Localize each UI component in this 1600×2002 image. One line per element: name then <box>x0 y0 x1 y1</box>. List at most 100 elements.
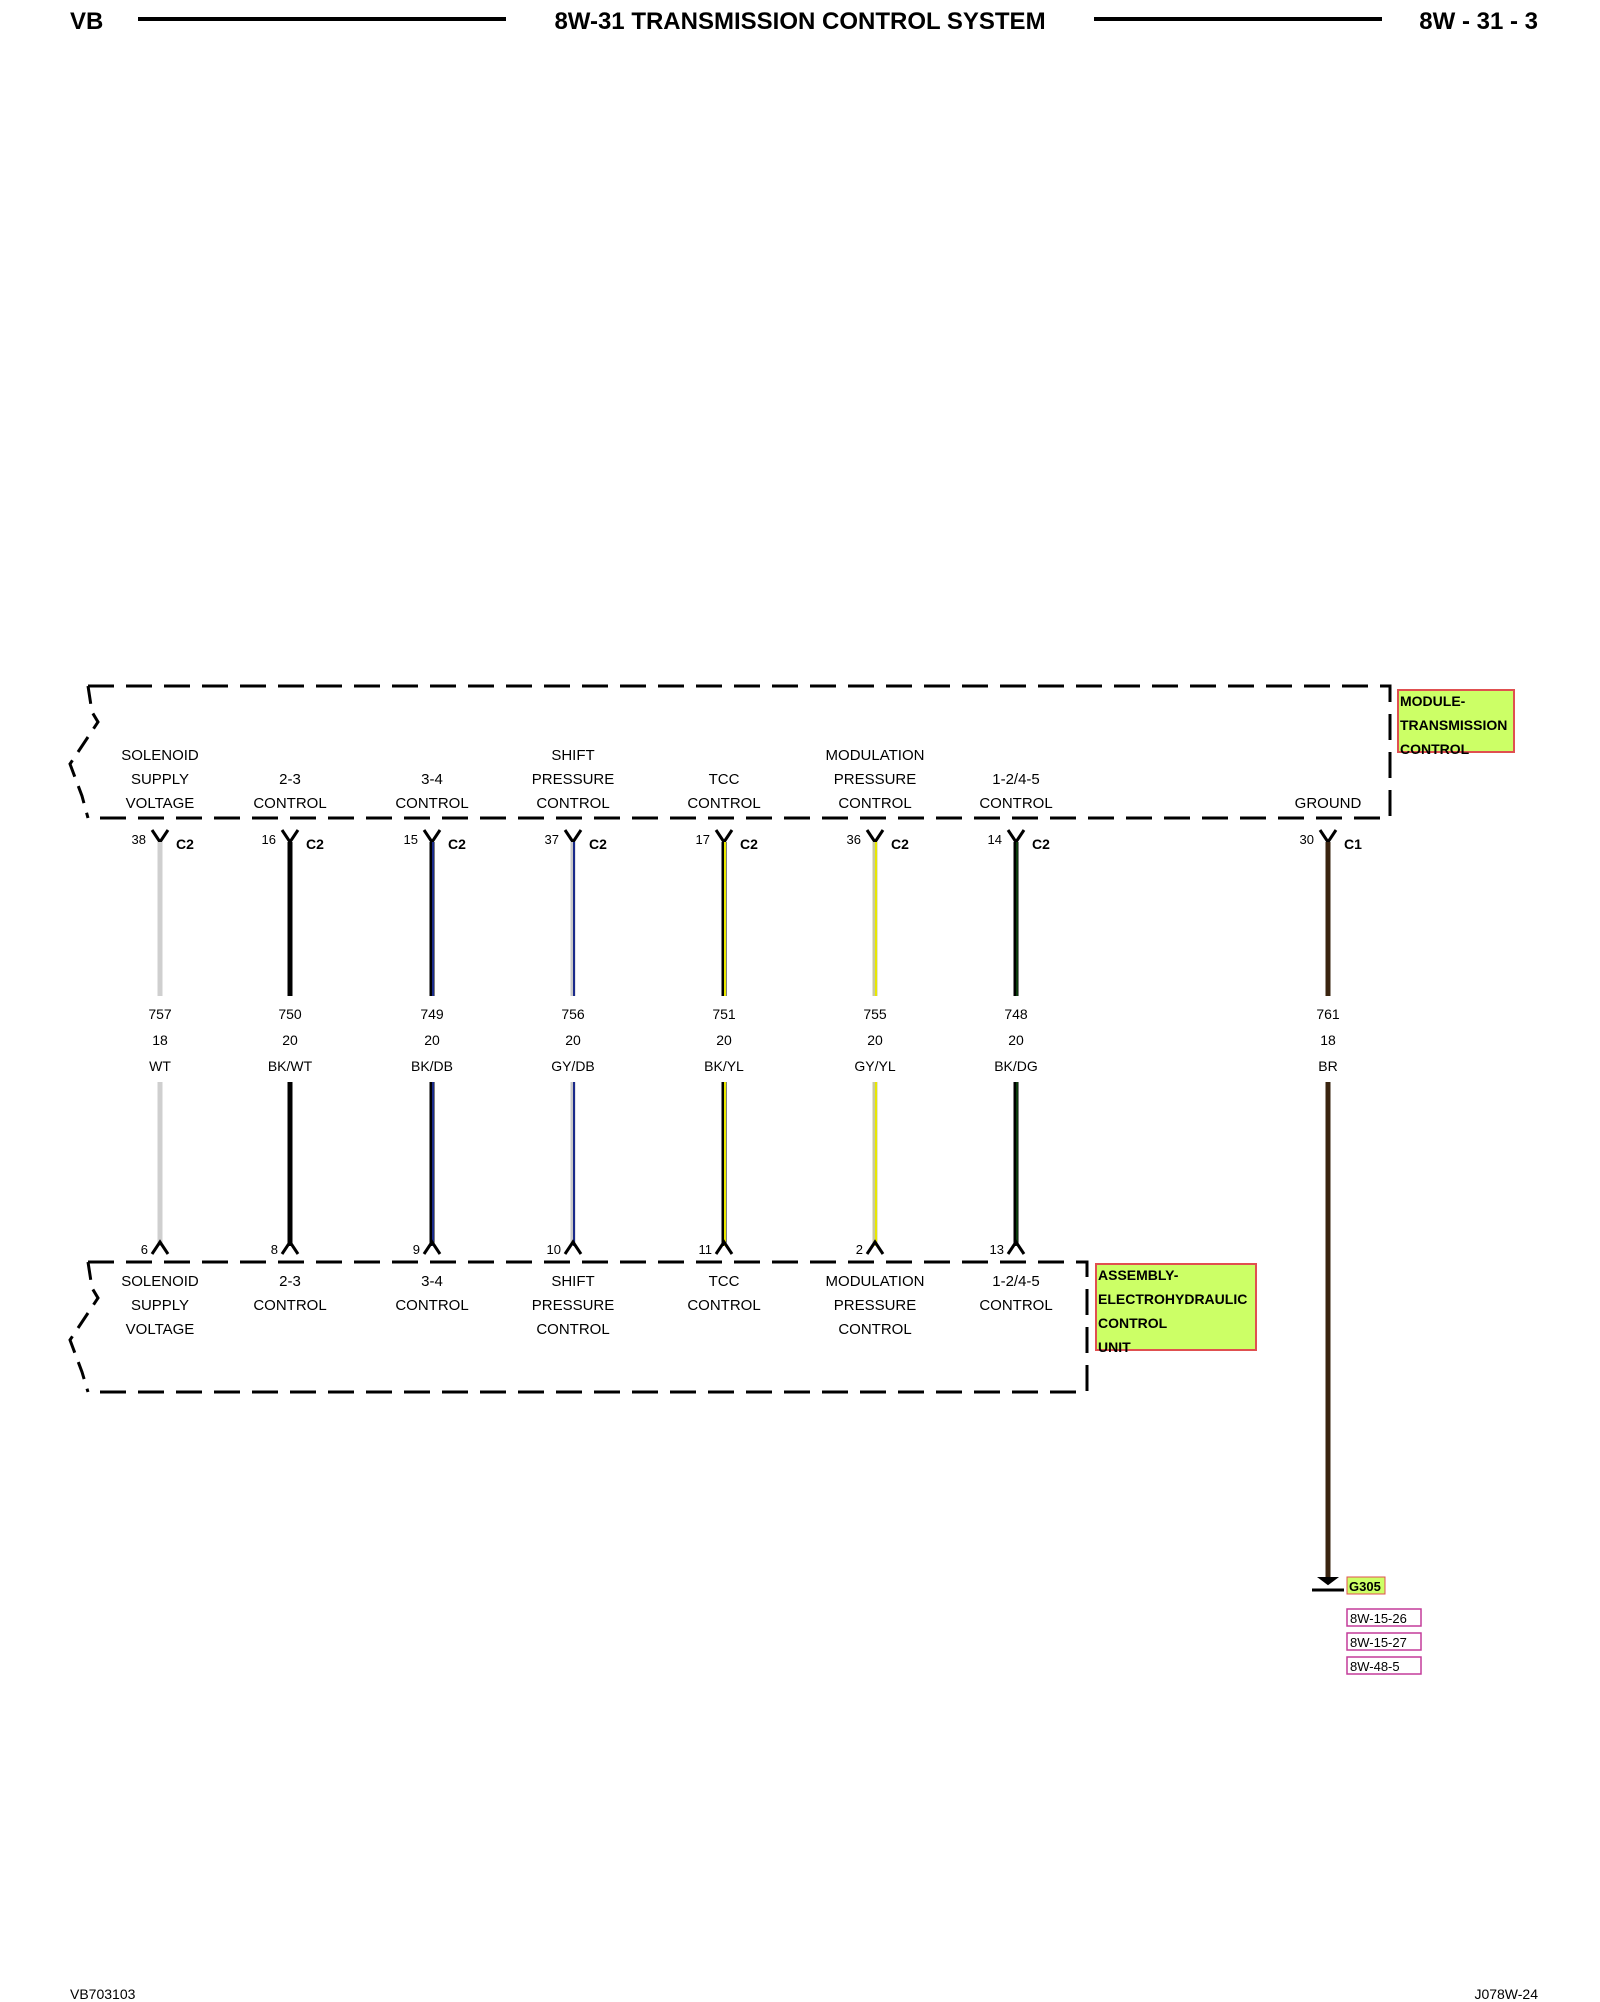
assembly-connector-glyph <box>422 1239 442 1255</box>
ground-point-id: G305 <box>1349 1579 1381 1594</box>
ground-symbol-icon <box>1317 1577 1339 1586</box>
assembly-pin-label: CONTROL <box>253 1297 326 1314</box>
wire-color-code: WT <box>149 1058 171 1074</box>
module-label-line: CONTROL <box>1400 741 1470 757</box>
module-connector-id: C2 <box>306 836 324 852</box>
assembly-pin-number: 13 <box>990 1242 1004 1257</box>
assembly-pin-label: CONTROL <box>536 1321 609 1338</box>
module-connector-glyph <box>150 829 170 845</box>
page-number: 8W - 31 - 3 <box>1419 8 1538 35</box>
module-pin-label: CONTROL <box>687 795 760 812</box>
reference-link: 8W-15-26 <box>1350 1611 1407 1626</box>
module-pin-number: 37 <box>545 832 559 847</box>
wire-gauge: 20 <box>424 1032 440 1048</box>
wire-gauge: 18 <box>152 1032 168 1048</box>
module-pin-label: SOLENOID <box>121 747 199 764</box>
module-pin-label: SUPPLY <box>131 771 189 788</box>
assembly-outline <box>88 1260 1089 1394</box>
wire-color-code: BK/DG <box>994 1058 1038 1074</box>
module-pin-label: CONTROL <box>979 795 1052 812</box>
circuit-number: 750 <box>278 1006 302 1022</box>
wire-gauge: 20 <box>565 1032 581 1048</box>
assembly-label-line: UNIT <box>1098 1339 1131 1355</box>
assembly-pin-label: 3-4 <box>421 1273 443 1290</box>
reference-box <box>1346 1608 1422 1627</box>
ground-connector-glyph <box>1318 829 1338 845</box>
assembly-pin-label: SUPPLY <box>131 1297 189 1314</box>
module-pin-label: 1-2/4-5 <box>992 771 1040 788</box>
module-box <box>1397 689 1515 753</box>
header-rule-left <box>138 17 506 21</box>
module-label-line: TRANSMISSION <box>1400 717 1507 733</box>
module-pin-label: CONTROL <box>395 795 468 812</box>
assembly-pin-number: 10 <box>547 1242 561 1257</box>
circuit-number: 761 <box>1316 1006 1340 1022</box>
module-connector-glyph <box>714 829 734 845</box>
assembly-pin-label: CONTROL <box>687 1297 760 1314</box>
reference-link: 8W-48-5 <box>1350 1659 1400 1674</box>
module-connector-glyph <box>280 829 300 845</box>
assembly-label-line: CONTROL <box>1098 1315 1168 1331</box>
module-label-line: MODULE- <box>1400 693 1466 709</box>
wire-gauge: 20 <box>1008 1032 1024 1048</box>
assembly-connector-glyph <box>1006 1239 1026 1255</box>
module-pin-number: 16 <box>262 832 276 847</box>
assembly-pin-label: CONTROL <box>979 1297 1052 1314</box>
assembly-pin-number: 8 <box>271 1242 278 1257</box>
assembly-pin-number: 11 <box>699 1242 713 1257</box>
assembly-pin-label: PRESSURE <box>834 1297 917 1314</box>
module-pin-label: 2-3 <box>279 771 301 788</box>
page-title: 8W-31 TRANSMISSION CONTROL SYSTEM <box>554 8 1046 35</box>
wire-gauge: 20 <box>867 1032 883 1048</box>
reference-box <box>1346 1632 1422 1651</box>
wire-gauge: 20 <box>716 1032 732 1048</box>
wire-color-code: GY/DB <box>551 1058 595 1074</box>
module-outline <box>88 684 1392 820</box>
wire-gauge: 20 <box>282 1032 298 1048</box>
module-pin-number: 14 <box>988 832 1002 847</box>
ground-point-box <box>1346 1576 1386 1595</box>
module-connector-glyph <box>422 829 442 845</box>
wire-color-code: BK/YL <box>704 1058 744 1074</box>
assembly-pin-label: 2-3 <box>279 1273 301 1290</box>
wire-gauge: 18 <box>1320 1032 1336 1048</box>
module-pin-number: 36 <box>847 832 861 847</box>
assembly-label-line: ASSEMBLY- <box>1098 1267 1179 1283</box>
module-pin-number: 17 <box>696 832 710 847</box>
assembly-pin-label: MODULATION <box>826 1273 925 1290</box>
wire-color-code: BR <box>1318 1058 1337 1074</box>
circuit-number: 749 <box>420 1006 444 1022</box>
module-connector-glyph <box>563 829 583 845</box>
assembly-pin-number: 6 <box>141 1242 148 1257</box>
assembly-pin-label: SHIFT <box>551 1273 594 1290</box>
assembly-connector-glyph <box>563 1239 583 1255</box>
circuit-number: 757 <box>148 1006 172 1022</box>
module-pin-label: MODULATION <box>826 747 925 764</box>
assembly-connector-glyph <box>714 1239 734 1255</box>
footer-left-code: VB703103 <box>70 1986 136 2002</box>
assembly-pin-label: CONTROL <box>395 1297 468 1314</box>
module-pin-label: PRESSURE <box>834 771 917 788</box>
footer-right-code: J078W-24 <box>1474 1986 1538 2002</box>
circuit-number: 756 <box>561 1006 585 1022</box>
module-pin-label: VOLTAGE <box>126 795 195 812</box>
reference-link: 8W-15-27 <box>1350 1635 1407 1650</box>
assembly-label-line: ELECTROHYDRAULIC <box>1098 1291 1247 1307</box>
reference-box <box>1346 1656 1422 1675</box>
module-pin-label: TCC <box>709 771 740 788</box>
assembly-break-mark <box>68 1261 100 1393</box>
module-connector-id: C2 <box>589 836 607 852</box>
assembly-pin-label: 1-2/4-5 <box>992 1273 1040 1290</box>
module-pin-label: SHIFT <box>551 747 594 764</box>
ground-connector-id: C1 <box>1344 836 1362 852</box>
module-pin-label: PRESSURE <box>532 771 615 788</box>
ground-pin-label: GROUND <box>1295 795 1362 812</box>
assembly-box <box>1095 1263 1257 1351</box>
module-connector-id: C2 <box>740 836 758 852</box>
circuit-number: 751 <box>712 1006 736 1022</box>
assembly-pin-label: CONTROL <box>838 1321 911 1338</box>
header-left-code: VB <box>70 8 104 35</box>
module-connector-id: C2 <box>448 836 466 852</box>
circuit-number: 755 <box>863 1006 887 1022</box>
module-break-mark <box>68 685 100 819</box>
